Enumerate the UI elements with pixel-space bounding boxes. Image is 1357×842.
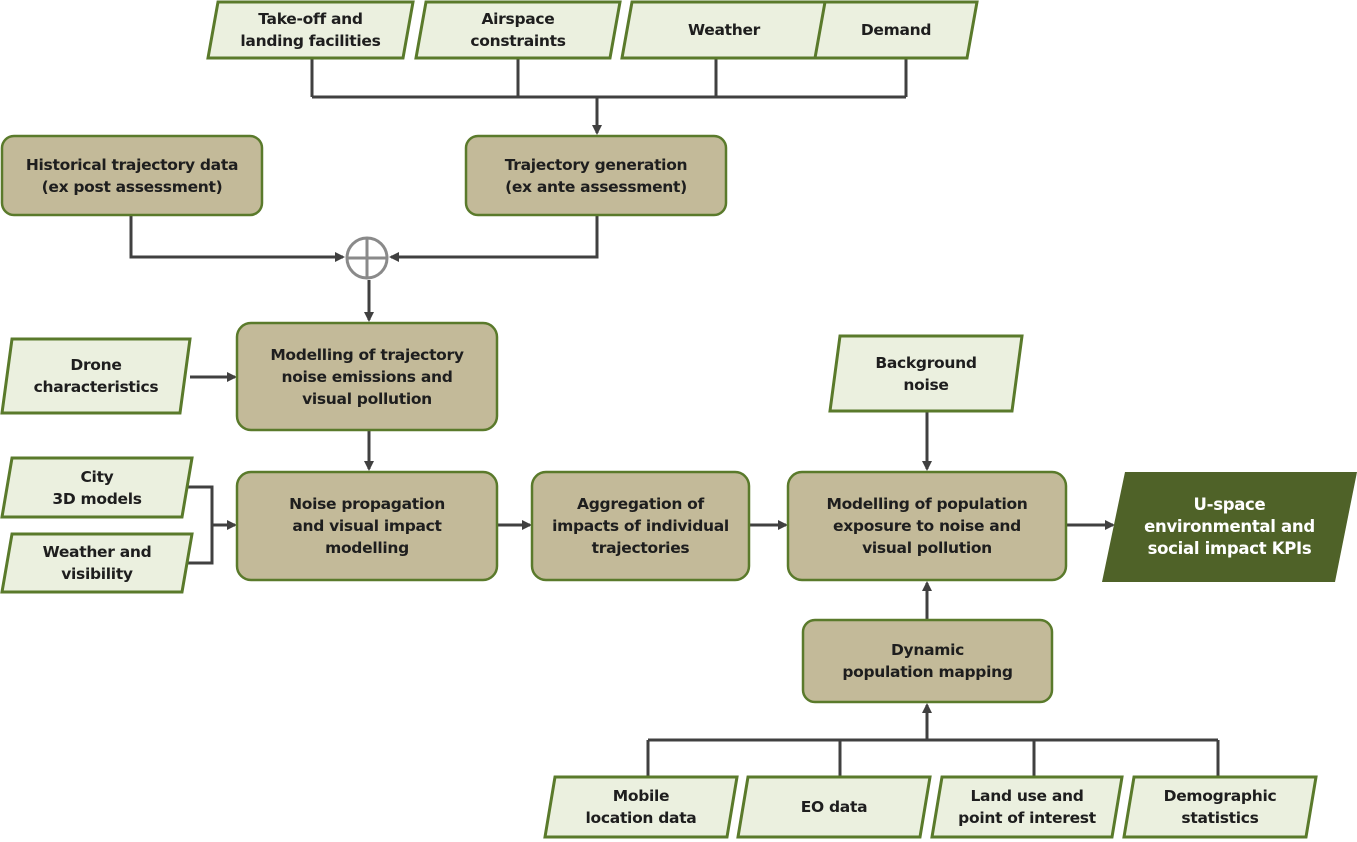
input-drone: Drone characteristics xyxy=(33,356,159,396)
input-takeoff-landing: Take-off and landing facilities xyxy=(240,10,381,50)
input-weather: Weather xyxy=(687,21,761,39)
process-propagation: Noise propagation and visual impact mode… xyxy=(289,495,445,557)
process-historical: Historical trajectory data (ex post asse… xyxy=(25,155,239,196)
input-background-noise: Background noise xyxy=(875,353,977,394)
arrow-historical-to-merge xyxy=(129,215,345,262)
input-demand: Demand xyxy=(860,21,932,39)
arrow-generation-to-merge xyxy=(389,215,599,262)
input-land-use: Land use and point of interest xyxy=(958,787,1096,827)
process-aggregation: Aggregation of impacts of individual tra… xyxy=(552,495,729,557)
process-exposure: Modelling of population exposure to nois… xyxy=(826,495,1028,557)
input-weather-visibility: Weather and visibility xyxy=(42,543,152,583)
process-generation: Trajectory generation (ex ante assessmen… xyxy=(504,155,688,196)
input-eo-data: EO data xyxy=(800,798,868,816)
output-shape xyxy=(1102,472,1357,582)
merge-symbol xyxy=(345,236,389,280)
input-demographic: Demographic statistics xyxy=(1163,787,1277,827)
process-emissions: Modelling of trajectory noise emissions … xyxy=(270,345,464,408)
process-population: Dynamic population mapping xyxy=(842,641,1013,681)
connector-bottom-inputs xyxy=(646,738,1220,777)
connector-top-inputs xyxy=(310,58,908,99)
input-city-3d: City 3D models xyxy=(52,467,142,508)
input-mobile-location: Mobile location data xyxy=(585,787,697,827)
input-airspace: Airspace constraints xyxy=(470,10,566,50)
output-kpis: U-space environmental and social impact … xyxy=(1144,495,1315,558)
